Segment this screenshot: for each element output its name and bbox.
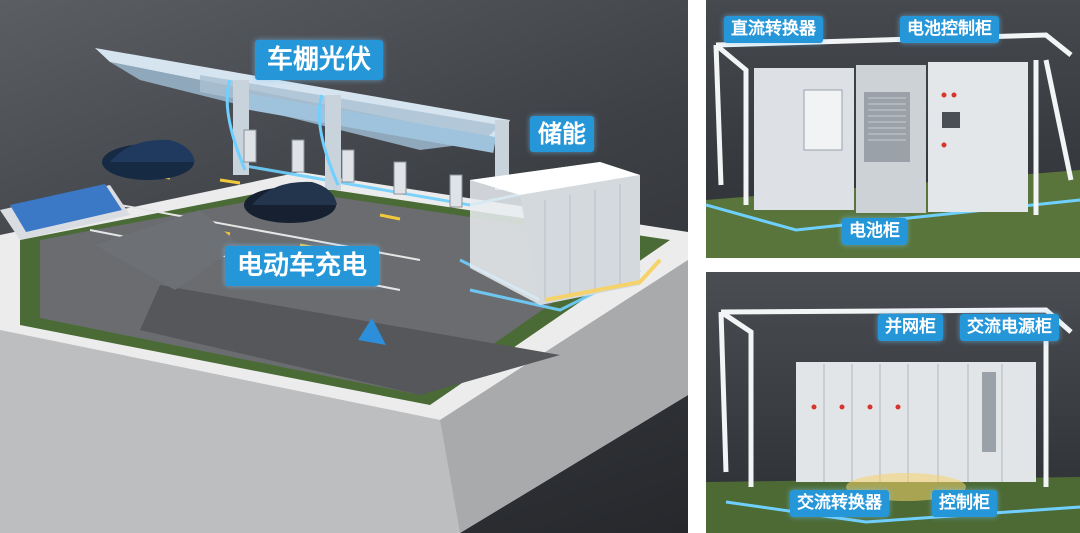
main-scene-panel: 车棚光伏 储能 电动车充电 (0, 0, 688, 533)
label-ac-converter: 交流转换器 (790, 490, 889, 517)
label-ac-power-cabinet: 交流电源柜 (960, 314, 1059, 341)
label-battery-cabinet: 电池柜 (842, 218, 907, 245)
label-storage: 储能 (530, 116, 594, 152)
converter-container-illustration (706, 307, 1080, 533)
label-dc-converter: 直流转换器 (724, 16, 823, 43)
battery-container-panel: 直流转换器 电池控制柜 电池柜 (706, 0, 1080, 258)
label-carport-pv: 车棚光伏 (255, 40, 384, 80)
label-grid-cabinet: 并网柜 (878, 314, 943, 341)
label-battery-control-cabinet: 电池控制柜 (900, 16, 999, 43)
label-ev-charging: 电动车充电 (225, 246, 380, 286)
battery-container-illustration (706, 32, 1080, 258)
main-scene-illustration (0, 48, 688, 533)
converter-container-panel: 并网柜 交流电源柜 交流转换器 控制柜 (706, 272, 1080, 533)
label-control-cabinet: 控制柜 (932, 490, 997, 517)
